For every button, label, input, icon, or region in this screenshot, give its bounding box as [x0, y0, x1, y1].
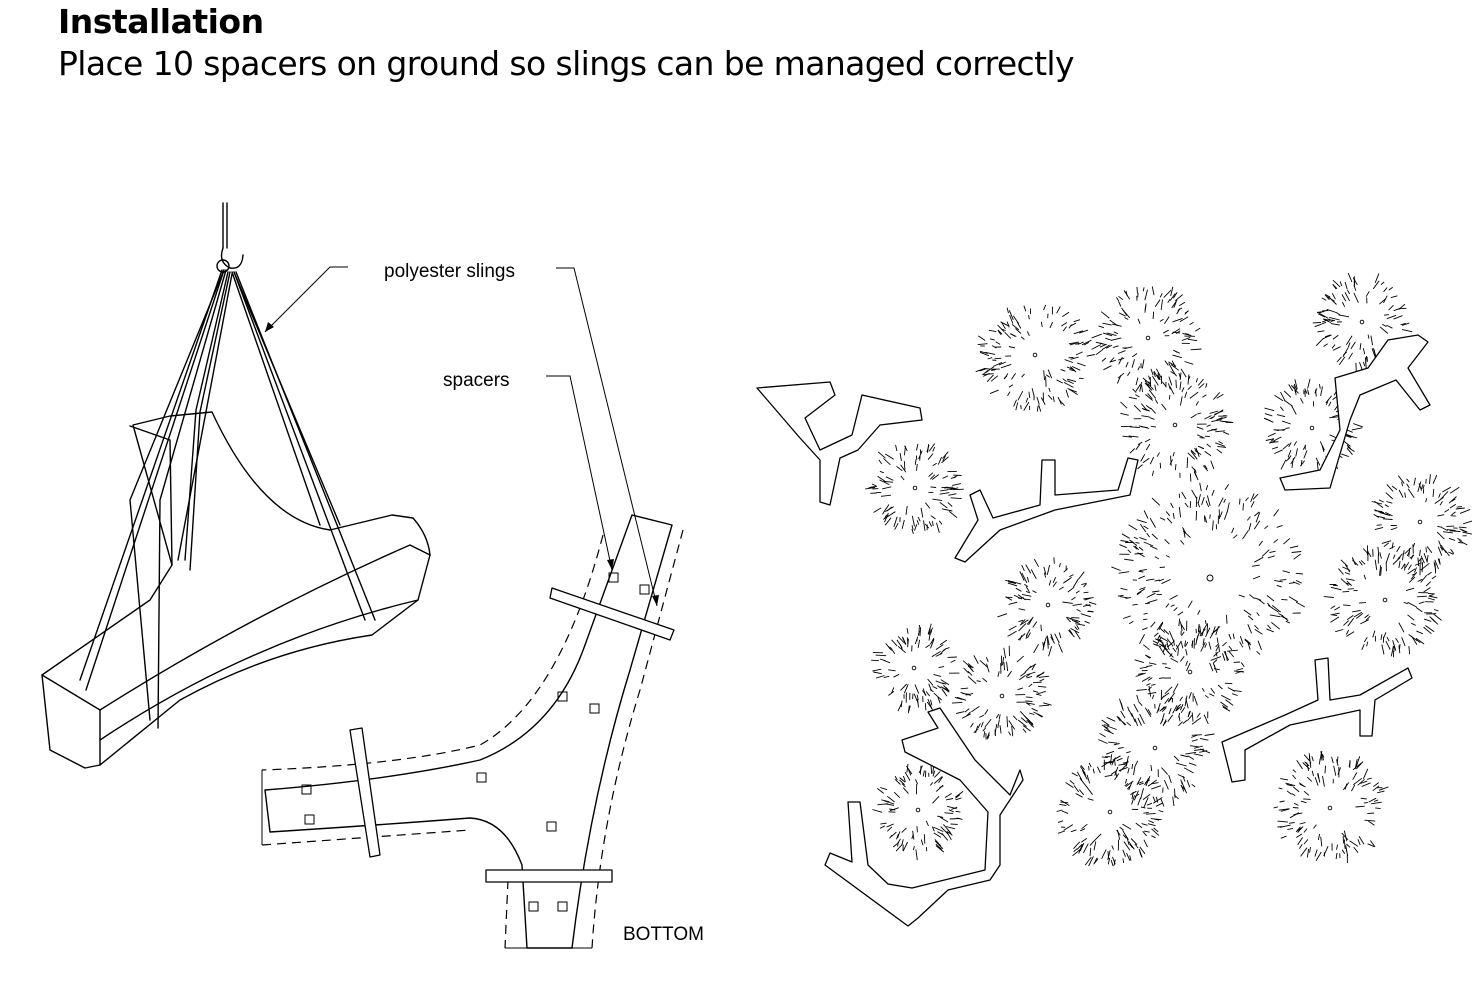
- tree-symbol: [1134, 618, 1245, 725]
- page-title: Installation: [58, 2, 264, 41]
- tree-symbol: [872, 763, 964, 861]
- tree-symbol: [1323, 542, 1442, 658]
- tree-symbol: [997, 557, 1097, 657]
- label-polyester-slings: polyester slings: [384, 261, 515, 282]
- tree-symbol: [871, 623, 960, 714]
- label-spacers: spacers: [443, 370, 510, 391]
- site-plan-benches: [756, 334, 1431, 927]
- polyester-slings: [79, 269, 376, 729]
- lifted-bench-illustration: [41, 202, 431, 769]
- tree-symbol: [1111, 482, 1306, 674]
- tree-symbol: [1091, 286, 1202, 392]
- tree-symbol: [1120, 368, 1234, 482]
- site-plan: [756, 272, 1473, 927]
- tree-symbol: [1273, 750, 1389, 864]
- tree-symbol: [951, 645, 1052, 740]
- tree-symbol: [1098, 685, 1215, 808]
- tree-symbol: [1371, 474, 1473, 576]
- tree-symbol: [1056, 754, 1164, 867]
- page-subtitle: Place 10 spacers on ground so slings can…: [58, 44, 1075, 83]
- site-plan-trees: [865, 272, 1473, 867]
- spacer-markers: [301, 572, 650, 912]
- label-bottom: BOTTOM: [623, 924, 704, 945]
- tree-symbol: [975, 304, 1095, 412]
- bench-plan-on-spacers: [261, 267, 684, 949]
- tree-symbol: [865, 443, 964, 535]
